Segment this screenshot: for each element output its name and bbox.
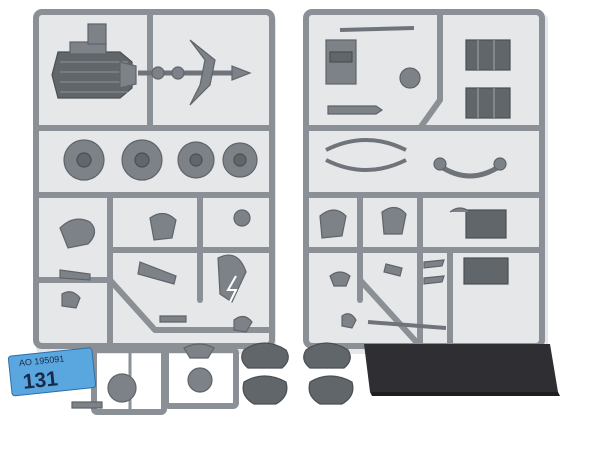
shield-row bbox=[63, 139, 258, 181]
lot-label: AO 195091 131 bbox=[7, 347, 97, 397]
small-bit-part bbox=[341, 313, 357, 329]
crossbow-stand-part bbox=[325, 26, 415, 85]
arm-part bbox=[59, 218, 96, 249]
shield-plate-part bbox=[465, 209, 507, 239]
ram-body-part bbox=[51, 23, 137, 99]
label-ref-code: AO 195091 bbox=[18, 353, 64, 368]
left-frame-shadow bbox=[36, 14, 276, 354]
pommel-part bbox=[233, 315, 253, 333]
label-lot-number: 131 bbox=[22, 367, 60, 394]
hand-part-right bbox=[329, 271, 351, 287]
hand-part bbox=[59, 269, 91, 281]
banner-part bbox=[217, 254, 247, 303]
left-sprue-frame bbox=[33, 9, 275, 349]
weapon-part bbox=[137, 261, 177, 285]
shingle-parts bbox=[465, 39, 511, 119]
hand-part-2 bbox=[61, 291, 81, 309]
head-part-right bbox=[381, 206, 407, 235]
wheel-parts bbox=[241, 342, 354, 405]
bolt-part bbox=[327, 105, 384, 115]
label-background bbox=[7, 347, 97, 397]
right-sprue-frame bbox=[303, 9, 545, 349]
display-base bbox=[364, 344, 560, 396]
loose-sprue-middle bbox=[163, 343, 239, 409]
base-top bbox=[364, 344, 558, 392]
grip-part bbox=[383, 263, 403, 277]
bow-arms-part bbox=[325, 138, 407, 172]
round-part bbox=[399, 67, 421, 89]
helmet-part bbox=[319, 209, 347, 239]
trigger-part bbox=[159, 315, 187, 323]
ram-spear-part bbox=[138, 39, 252, 106]
bracket-parts bbox=[423, 259, 445, 285]
spear-part bbox=[367, 320, 447, 330]
bow-part bbox=[438, 163, 502, 179]
cloth-part bbox=[449, 207, 471, 213]
cart-part bbox=[463, 257, 509, 285]
head-part bbox=[149, 212, 177, 241]
cog-part bbox=[233, 209, 251, 227]
